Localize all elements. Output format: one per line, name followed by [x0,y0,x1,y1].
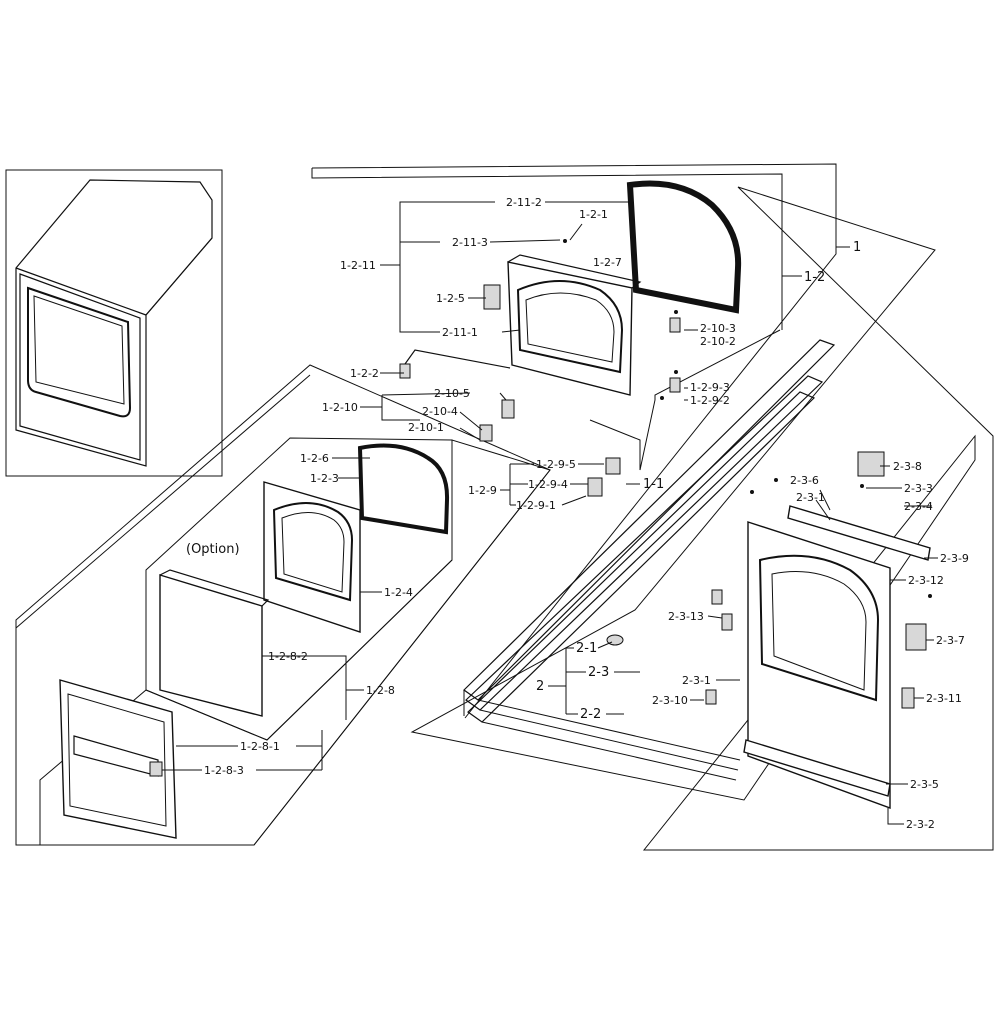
label-2-3-2: 2-3-2 [906,818,935,831]
door-gasket-2-11-2 [626,180,742,314]
label-2-11-1: 2-11-1 [442,326,478,339]
label-2-3-13: 2-3-13 [668,610,704,623]
label-2-3-10: 2-3-10 [652,694,688,707]
label-1-2-6: 1-2-6 [300,452,329,465]
label-2-3-3: 2-3-3 [904,482,933,495]
label-2-1: 2-1 [576,641,597,656]
label-2-3-4: 2-3-4 [904,500,933,513]
label-1-2-8-2: 1-2-8-2 [268,650,308,663]
label-2-10-4: 2-10-4 [422,405,458,418]
label-1-2-7: 1-2-7 [593,256,622,269]
label-1-2-8: 1-2-8 [366,684,395,697]
label-1-2-1: 1-2-1 [579,208,608,221]
label-1-2-2: 1-2-2 [350,367,379,380]
label-1-2-4: 1-2-4 [384,586,413,599]
label-1-2-9-3: 1-2-9-3 [690,381,730,394]
label-1: 1 [853,240,861,255]
label-2-3-9: 2-3-9 [940,552,969,565]
label-2-10-2: 2-10-2 [700,335,736,348]
label-1-2-10: 1-2-10 [322,401,358,414]
label-1-2-8-3: 1-2-8-3 [204,764,244,777]
label-2-3-7: 2-3-7 [936,634,965,647]
label-1-2-3: 1-2-3 [310,472,339,485]
door-inner-1-2-4 [263,481,361,633]
leader-lines [162,201,938,825]
label-2-10-5: 2-10-5 [434,387,470,400]
overview-dryer [5,169,223,477]
label-1-2-5: 1-2-5 [436,292,465,305]
label-2-3: 2-3 [588,665,609,680]
label-1-2-9-1: 1-2-9-1 [516,499,556,512]
label-1-2-11: 1-2-11 [340,259,376,272]
inner-door-frame [399,239,681,497]
label-1-1: 1-1 [643,477,664,492]
door-assembly-1-2-8-1 [59,679,177,839]
door-glass-1-2-3 [357,443,450,535]
label-2-11-3: 2-11-3 [452,236,488,249]
group-frames [15,163,994,851]
label-2-3-5: 2-3-5 [910,778,939,791]
label-1-2-9-4: 1-2-9-4 [528,478,568,491]
label-2: 2 [536,679,544,694]
label-1-2-8-1: 1-2-8-1 [240,740,280,753]
option-label: (Option) [186,542,240,557]
label-1-2: 1-2 [804,270,825,285]
label-2-3-12: 2-3-12 [908,574,944,587]
label-1-2-9: 1-2-9 [468,484,497,497]
label-2-3-1-lower: 2-3-1 [682,674,711,687]
label-2-3-1: 2-3-1 [796,491,825,504]
label-1-2-9-5: 1-2-9-5 [536,458,576,471]
label-2-3-6: 2-3-6 [790,474,819,487]
part-labels: 2-11-2 2-11-3 2-11-1 1-2-11 1-2-1 1-2-7 … [186,196,969,831]
label-2-11-2: 2-11-2 [506,196,542,209]
label-2-10-1: 2-10-1 [408,421,444,434]
label-1-2-9-2: 1-2-9-2 [690,394,730,407]
door-outer-panel-1-2-8-2 [159,569,270,717]
label-2-2: 2-2 [580,707,601,722]
label-2-3-8: 2-3-8 [893,460,922,473]
control-panel-assembly [606,451,932,810]
label-2-10-3: 2-10-3 [700,322,736,335]
label-2-3-11: 2-3-11 [926,692,962,705]
